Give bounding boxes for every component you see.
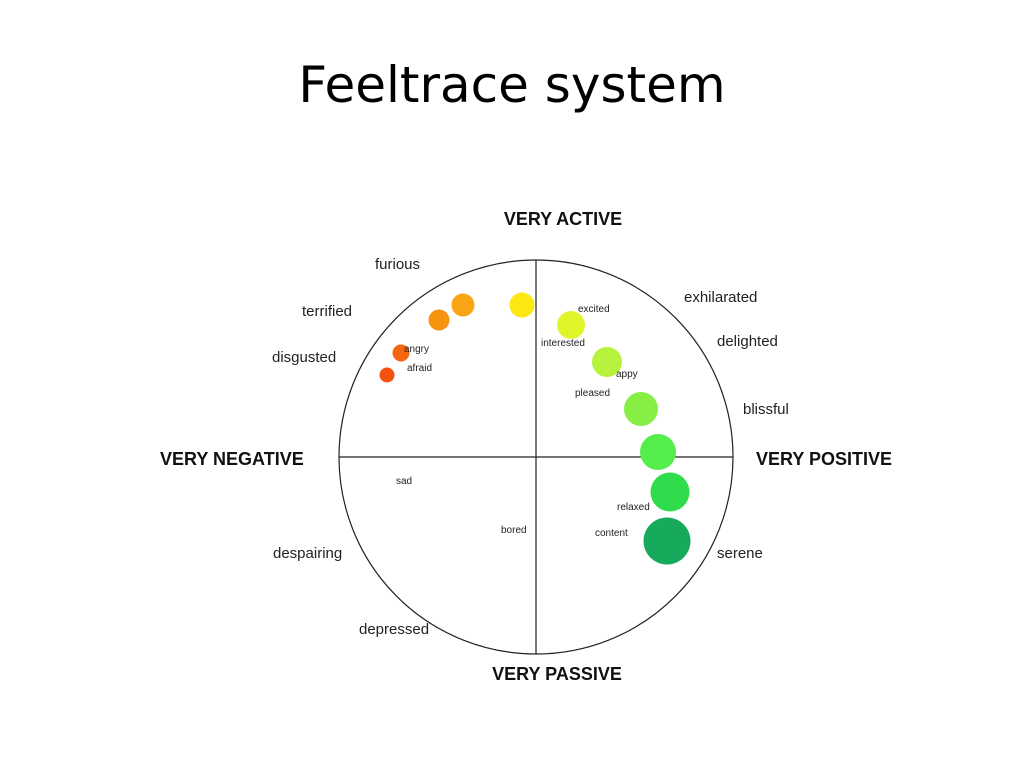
label-sad: sad [396, 476, 412, 487]
trace-dot [640, 434, 676, 470]
label-terrified: terrified [302, 303, 352, 320]
trace-dot [428, 309, 450, 331]
trace-dot [392, 344, 410, 362]
label-disgusted: disgusted [272, 349, 336, 366]
label-bored: bored [501, 525, 527, 536]
label-delighted: delighted [717, 333, 778, 350]
label-blissful: blissful [743, 401, 789, 418]
label-content: content [595, 528, 628, 539]
trace-dot [643, 517, 691, 565]
label-angry: angry [404, 344, 429, 355]
label-pleased: pleased [575, 388, 610, 399]
label-relaxed: relaxed [617, 502, 650, 513]
axis-label-very-positive: VERY POSITIVE [756, 449, 892, 469]
axis-label-very-negative: VERY NEGATIVE [160, 449, 304, 469]
label-despairing: despairing [273, 545, 342, 562]
trace-dot [624, 392, 658, 426]
trace-dot [509, 292, 535, 318]
label-happy: appy [616, 369, 638, 380]
axis-label-very-passive: VERY PASSIVE [492, 664, 622, 684]
slide-title: Feeltrace system [298, 56, 726, 114]
trace-dot [557, 311, 585, 339]
trace-dot [592, 347, 622, 377]
axis-label-very-active: VERY ACTIVE [504, 209, 622, 229]
trace-dot [379, 367, 395, 383]
trace-dot [650, 472, 690, 512]
trace-dot [451, 293, 475, 317]
label-afraid: afraid [407, 363, 432, 374]
label-exhilarated: exhilarated [684, 289, 757, 306]
label-furious: furious [375, 256, 420, 273]
label-interested: interested [541, 338, 585, 349]
label-serene: serene [717, 545, 763, 562]
label-depressed: depressed [359, 621, 429, 638]
label-excited: excited [578, 304, 610, 315]
